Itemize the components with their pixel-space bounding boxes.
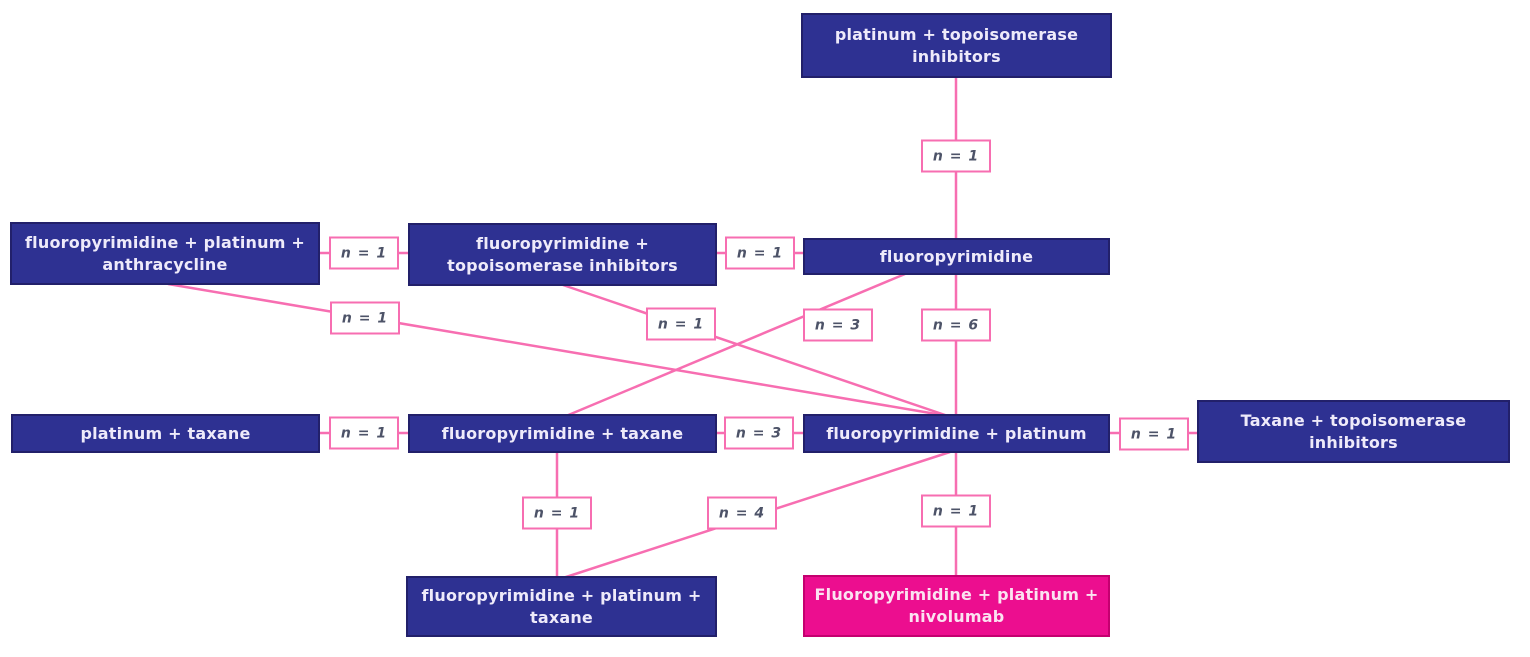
edge-count-label: n = 6 [921, 308, 991, 342]
node-fluoropyrimidine: fluoropyrimidine [803, 238, 1110, 275]
node-platinum-topoisomerase: platinum + topoisomerase inhibitors [801, 13, 1112, 78]
node-taxane-topoisomerase: Taxane + topoisomerase inhibitors [1197, 400, 1510, 463]
edge-line-fluoropyrimidine-platinum-anthracycline--fluoropyrimidine-platinum [167, 282, 949, 418]
edge-line-fluoropyrimidine--fluoropyrimidine-taxane [565, 272, 906, 418]
edge-count-label: n = 4 [707, 496, 777, 530]
node-platinum-taxane: platinum + taxane [11, 414, 320, 453]
edge-count-label: n = 1 [329, 236, 399, 270]
edge-count-label: n = 1 [329, 416, 399, 450]
edge-line-fluoropyrimidine-topoisomerase--fluoropyrimidine-platinum [562, 283, 949, 418]
node-fluoropyrimidine-topoisomerase: fluoropyrimidine + topoisomerase inhibit… [408, 223, 717, 286]
node-fluoropyrimidine-platinum-anthracycline: fluoropyrimidine + platinum + anthracycl… [10, 222, 320, 285]
edge-count-label: n = 1 [330, 301, 400, 335]
edge-count-label: n = 3 [724, 416, 794, 450]
node-fluoropyrimidine-platinum-taxane: fluoropyrimidine + platinum + taxane [406, 576, 717, 637]
edge-count-label: n = 1 [921, 139, 991, 173]
edge-count-label: n = 3 [803, 308, 873, 342]
node-fluoropyrimidine-taxane: fluoropyrimidine + taxane [408, 414, 717, 453]
edge-count-label: n = 1 [522, 496, 592, 530]
edge-count-label: n = 1 [725, 236, 795, 270]
node-fluoropyrimidine-platinum-nivolumab: Fluoropyrimidine + platinum + nivolumab [803, 575, 1110, 637]
node-fluoropyrimidine-platinum: fluoropyrimidine + platinum [803, 414, 1110, 453]
edge-count-label: n = 1 [921, 494, 991, 528]
edge-count-label: n = 1 [1119, 417, 1189, 451]
edge-count-label: n = 1 [646, 307, 716, 341]
